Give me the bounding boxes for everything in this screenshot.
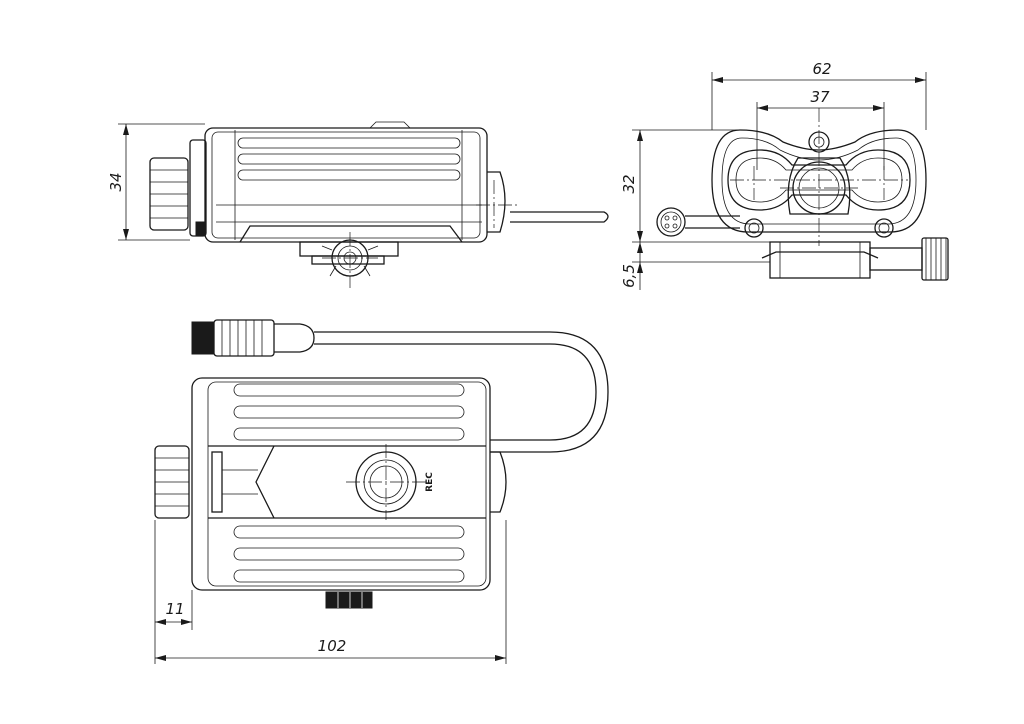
rec-label: REC — [425, 472, 435, 492]
dimension-32-label: 32 — [620, 174, 638, 193]
dimension-6-5-label: 6,5 — [620, 264, 638, 288]
side-view — [149, 121, 609, 288]
dimension-37-label: 37 — [810, 88, 830, 106]
dimension-102-label: 102 — [318, 637, 347, 655]
dimension-34-label: 34 — [107, 172, 125, 191]
top-view: REC — [154, 319, 609, 609]
dimension-11-label: 11 — [165, 600, 184, 618]
dimension-62: 62 — [711, 60, 927, 130]
dimension-62-label: 62 — [812, 60, 831, 78]
dimension-102: 102 — [154, 520, 507, 664]
dimension-37: 37 — [756, 88, 885, 170]
front-view — [656, 108, 949, 281]
dimension-34: 34 — [107, 123, 205, 241]
dimension-11: 11 — [154, 520, 193, 630]
dimension-32: 32 — [620, 129, 770, 243]
dimension-6-5: 6,5 — [620, 242, 770, 290]
